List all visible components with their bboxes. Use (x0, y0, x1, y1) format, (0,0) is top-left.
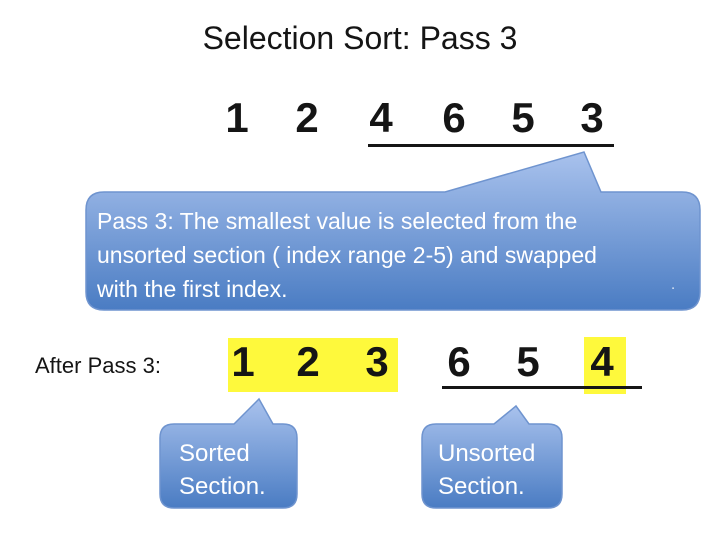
top-unsorted-underline (368, 144, 614, 147)
main-callout-line: unsorted section ( index range 2-5) and … (97, 242, 597, 268)
array-value: 6 (442, 94, 466, 141)
unsorted-callout-line: Unsorted (438, 440, 536, 467)
sorted-callout-line: Sorted (179, 440, 250, 467)
sorted-highlight-box (228, 338, 398, 392)
array-value: 6 (447, 338, 471, 385)
array-value: 1 (231, 338, 255, 385)
sorted-callout-line: Section. (179, 473, 266, 500)
array-value: 2 (296, 338, 320, 385)
slide-title: Selection Sort: Pass 3 (202, 20, 518, 56)
array-value: 3 (365, 338, 389, 385)
unsorted-callout-text: Unsorted Section. (438, 437, 535, 503)
sorted-callout-bubble (159, 397, 298, 509)
after-pass-label: After Pass 3: (35, 353, 161, 378)
stray-period-artifact: . (671, 276, 676, 293)
swapped-value-highlight-box (584, 337, 626, 394)
array-value: 2 (295, 94, 319, 141)
unsorted-callout-line: Section. (438, 473, 525, 500)
main-callout-line: Pass 3: The smallest value is selected f… (97, 208, 578, 234)
array-value: 3 (580, 94, 604, 141)
bottom-unsorted-underline (442, 386, 642, 389)
main-callout-bubble (85, 151, 701, 311)
array-value: 4 (369, 94, 393, 141)
array-value: 4 (590, 338, 614, 385)
sorted-callout-text: Sorted Section. (179, 437, 266, 503)
main-callout-line: with the first index. (97, 276, 288, 302)
main-callout-text: Pass 3: The smallest value is selected f… (97, 204, 689, 306)
array-value: 5 (516, 338, 540, 385)
unsorted-callout-bubble (421, 404, 563, 509)
array-value: 1 (225, 94, 249, 141)
array-value: 5 (511, 94, 535, 141)
